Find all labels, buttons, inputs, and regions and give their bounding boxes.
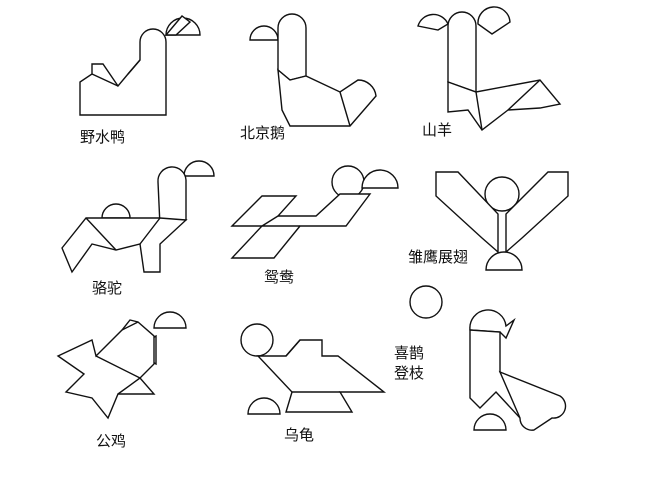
goat-left-horn xyxy=(417,13,449,31)
mandarin-duck-label: 鸳鸯 xyxy=(264,268,294,286)
eagle-label: 雏鹰展翅 xyxy=(408,248,468,266)
camel-label: 骆驼 xyxy=(92,279,122,297)
mandarin-duck-head-circle xyxy=(331,165,365,199)
magpie-sun-circle xyxy=(409,285,443,319)
rooster-label: 公鸡 xyxy=(96,432,126,450)
turtle-foot-halfcircle xyxy=(247,397,281,415)
turtle-label: 乌龟 xyxy=(284,426,314,444)
figure-turtle: 乌龟 xyxy=(240,323,387,444)
peking-duck-neck xyxy=(277,13,307,81)
magpie-label-line2: 登枝 xyxy=(394,364,424,382)
eagle-feet-halfcircle xyxy=(485,251,523,271)
wild-duck-neck-line xyxy=(91,59,141,87)
camel-body-lines xyxy=(85,217,161,251)
mandarin-duck-body xyxy=(230,193,372,259)
figure-rooster: 公鸡 xyxy=(56,311,187,450)
rooster-body-lines xyxy=(95,321,141,395)
wild-duck-beak-wedge xyxy=(164,15,192,36)
figure-magpie: 喜鹊 登枝 xyxy=(394,285,567,431)
figure-wild-duck: 野水鸭 xyxy=(79,15,201,146)
goat-leg-line xyxy=(475,79,541,131)
figure-peking-duck: 北京鹅 xyxy=(240,13,377,142)
figure-goat: 山羊 xyxy=(417,6,562,139)
goat-body xyxy=(447,79,562,132)
rooster-comb-halfcircle xyxy=(153,311,187,329)
camel-neck xyxy=(157,166,187,227)
turtle-head-circle xyxy=(240,323,274,357)
wild-duck-body xyxy=(79,28,167,116)
peking-duck-tail-line xyxy=(339,91,351,127)
turtle-shell-lines xyxy=(285,339,340,393)
camel-hump xyxy=(101,203,131,219)
peking-duck-label: 北京鹅 xyxy=(240,124,285,142)
turtle-shell xyxy=(256,339,387,413)
figure-eagle: 雏鹰展翅 xyxy=(408,171,569,271)
wild-duck-label: 野水鸭 xyxy=(80,128,125,146)
eagle-head-circle xyxy=(484,176,520,212)
figure-mandarin-duck: 鸳鸯 xyxy=(230,165,399,286)
magpie-label-line1: 喜鹊 xyxy=(394,344,424,362)
magpie-foot-halfcircle xyxy=(473,413,507,431)
magpie-branch xyxy=(498,370,567,431)
eagle-left-wing xyxy=(435,171,499,254)
goat-neck xyxy=(447,11,477,93)
goat-label: 山羊 xyxy=(422,121,452,139)
magpie-head xyxy=(469,309,516,340)
goat-right-horn xyxy=(477,6,511,35)
figure-camel: 骆驼 xyxy=(61,160,215,297)
camel-head-halfcircle xyxy=(183,160,215,177)
mandarin-duck-lines xyxy=(261,215,300,227)
mandarin-duck-beak-halfcircle xyxy=(361,169,399,189)
peking-duck-head-halfcircle xyxy=(249,25,279,41)
camel-body xyxy=(61,217,188,274)
rooster-body xyxy=(56,319,156,420)
